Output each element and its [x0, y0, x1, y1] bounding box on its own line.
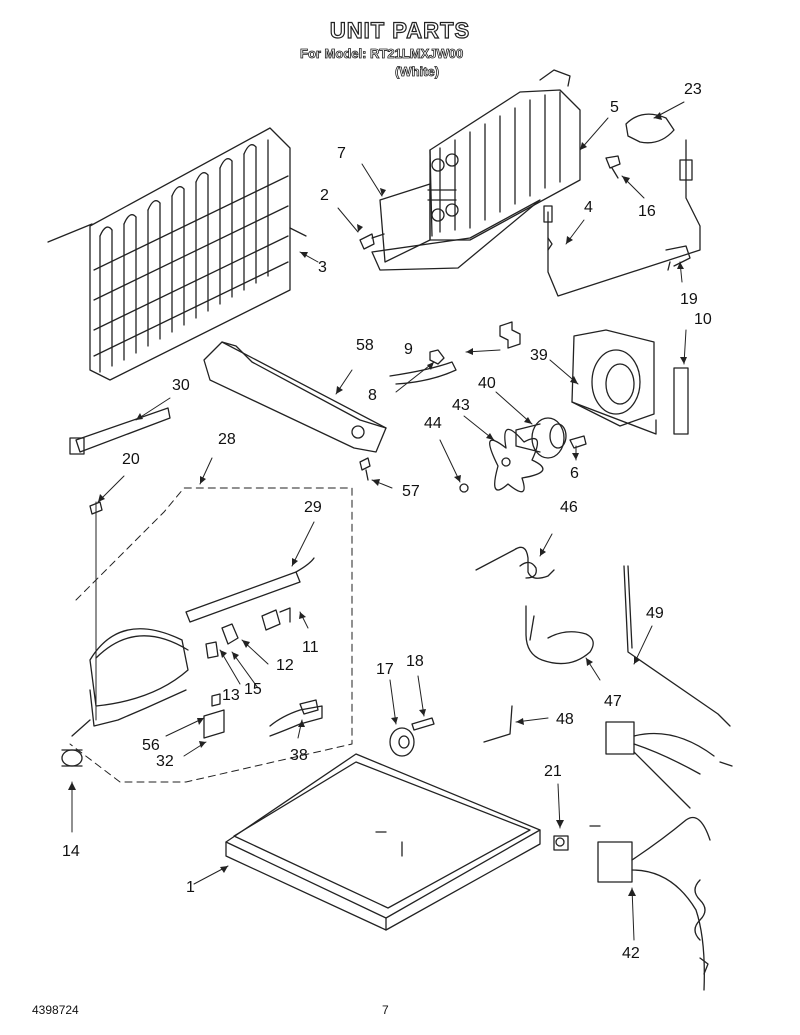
part-label-40: 40 [478, 375, 496, 392]
wire-harness-drawing [589, 721, 733, 991]
part-label-2: 2 [320, 187, 329, 204]
part-label-42: 42 [622, 945, 640, 962]
part-label-11: 11 [302, 639, 319, 656]
part-label-15: 15 [244, 681, 262, 698]
part-label-58: 58 [356, 337, 374, 354]
compressor-group-dashed-outline [69, 487, 353, 783]
part-label-28: 28 [218, 431, 236, 448]
page-title: UNIT PARTS [329, 17, 471, 43]
part-label-23: 23 [684, 81, 702, 98]
condenser-coil-drawing [47, 127, 307, 381]
part-label-49: 49 [646, 605, 664, 622]
part-label-44: 44 [424, 415, 442, 432]
compressor-drawing [61, 501, 323, 767]
page-number: 7 [382, 1003, 389, 1017]
part-label-29: 29 [304, 499, 322, 516]
leader-lines [71, 101, 687, 941]
color-line: (White) [395, 64, 440, 80]
part-label-4: 4 [584, 199, 593, 216]
part-label-30: 30 [172, 377, 190, 394]
part-label-8: 8 [368, 387, 377, 404]
part-label-12: 12 [276, 657, 294, 674]
evaporator-drawing [371, 69, 581, 271]
part-label-19: 19 [680, 291, 698, 308]
part-label-17: 17 [376, 661, 394, 678]
part-number-labels: 7 2 3 5 23 4 16 19 10 58 9 8 39 40 43 44… [62, 81, 712, 962]
part-label-32: 32 [156, 753, 174, 770]
part-label-5: 5 [610, 99, 619, 116]
part-label-48: 48 [556, 711, 574, 728]
housing-58-drawing [203, 341, 387, 481]
part-label-43: 43 [452, 397, 470, 414]
part-label-57: 57 [402, 483, 420, 500]
part-label-1: 1 [186, 879, 195, 896]
part-label-21: 21 [544, 763, 562, 780]
document-number: 4398724 [32, 1003, 79, 1017]
base-pan-drawing [225, 753, 541, 931]
part-label-20: 20 [122, 451, 140, 468]
part-label-18: 18 [406, 653, 424, 670]
part-label-39: 39 [530, 347, 548, 364]
small-parts-top-right [605, 113, 691, 271]
leader-arrows [68, 112, 687, 896]
part-label-14: 14 [62, 843, 80, 860]
fan-shroud-39-drawing [571, 329, 657, 435]
wheel-assembly-drawing [389, 717, 569, 851]
part-label-47: 47 [604, 693, 622, 710]
part-label-6: 6 [570, 465, 579, 482]
part-label-13: 13 [222, 687, 240, 704]
part-label-46: 46 [560, 499, 578, 516]
fan-motor-drawing [459, 417, 587, 493]
defrost-wire-drawing [543, 139, 701, 435]
parts-8-9-drawing [389, 321, 521, 385]
part-label-3: 3 [318, 259, 327, 276]
part-label-38: 38 [290, 747, 308, 764]
part-label-9: 9 [404, 341, 413, 358]
part-label-10: 10 [694, 311, 712, 328]
model-line: For Model: RT21LMXJW00 [300, 46, 464, 62]
part-label-16: 16 [638, 203, 656, 220]
part-label-7: 7 [337, 145, 346, 162]
part-label-56: 56 [142, 737, 160, 754]
tubing-drawing [475, 546, 731, 743]
part-30-drawing [69, 407, 171, 455]
screw-2-drawing [359, 233, 385, 250]
